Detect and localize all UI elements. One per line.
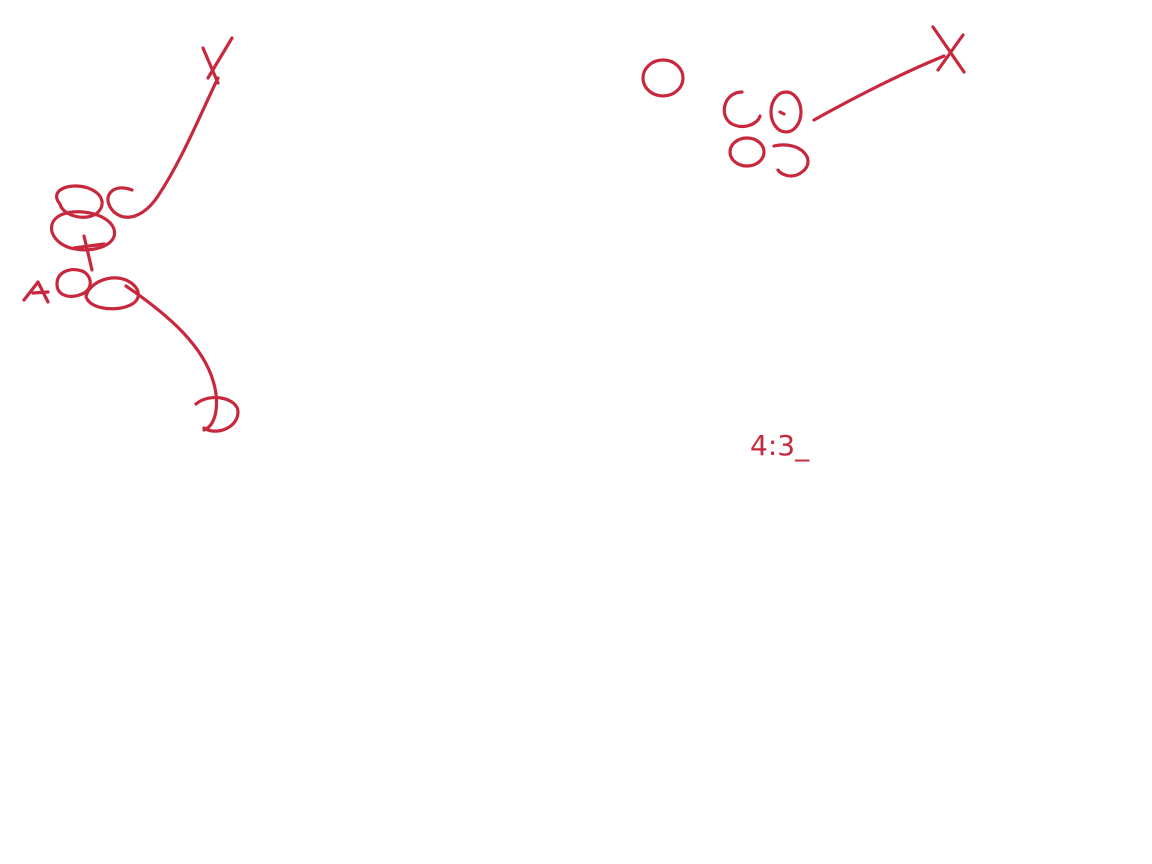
left-route-group (22, 36, 240, 433)
right-x-mark (931, 25, 966, 74)
right-center-dot (778, 110, 786, 116)
right-route-line (812, 54, 946, 122)
left-curved-route (124, 284, 219, 432)
left-t-mark (72, 234, 106, 272)
left-upper-scribble (55, 184, 104, 219)
right-route-group (641, 25, 966, 178)
right-lone-circle (641, 58, 685, 98)
left-lower-circle (55, 268, 92, 298)
left-route-line (106, 76, 220, 219)
right-top-circle (769, 90, 803, 134)
right-bottom-circle (728, 136, 766, 168)
aspect-label: 4:3_ (750, 429, 810, 462)
right-c-mark-upper (722, 90, 762, 129)
upper-left-x-mark (201, 36, 234, 85)
right-c-mark-lower (772, 143, 810, 178)
left-c-mark (194, 395, 240, 433)
